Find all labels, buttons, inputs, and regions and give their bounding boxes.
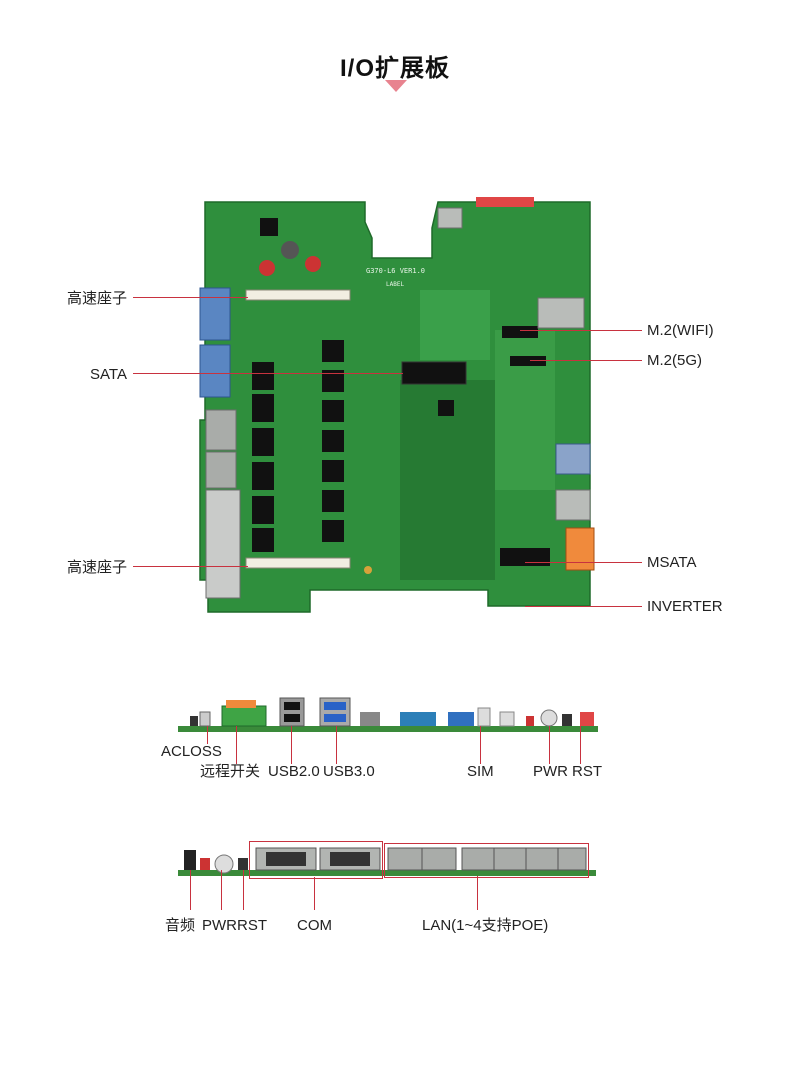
label-remote-switch: 远程开关 <box>200 763 261 780</box>
line-remote-switch <box>236 726 237 764</box>
label-pwr-2: PWR <box>202 917 237 934</box>
label-m2-5g: M.2(5G) <box>647 352 703 369</box>
line-high-speed-bottom <box>133 566 248 567</box>
line-usb2 <box>291 726 292 764</box>
label-rst-1: RST <box>572 763 602 780</box>
label-com: COM <box>297 917 332 934</box>
line-msata <box>525 562 642 563</box>
label-high-speed-connector-top: 高速座子 <box>67 290 128 307</box>
label-acloss: ACLOSS <box>161 743 222 760</box>
label-lan: LAN(1~4支持POE) <box>422 917 549 934</box>
title-arrow-icon <box>385 80 407 92</box>
label-usb2: USB2.0 <box>268 763 320 780</box>
label-inverter: INVERTER <box>647 598 723 615</box>
line-sim <box>480 726 481 764</box>
line-usb3 <box>336 726 337 764</box>
label-pwr-1: PWR <box>533 763 568 780</box>
line-audio <box>190 870 191 910</box>
line-pwr-2 <box>221 870 222 910</box>
label-m2-wifi: M.2(WIFI) <box>647 322 714 339</box>
lan-highlight-box <box>384 843 589 878</box>
label-audio: 音频 <box>165 917 196 934</box>
label-rst-2: RST <box>237 917 267 934</box>
label-sata: SATA <box>90 366 127 383</box>
page-title: I/O扩展板 <box>339 55 450 82</box>
silk-model-text: G370-L6 VER1.0 <box>366 267 426 275</box>
line-acloss <box>207 726 208 744</box>
line-rst-1 <box>580 726 581 764</box>
line-pwr-1 <box>549 726 550 764</box>
line-com <box>314 877 315 910</box>
silk-label-text: LABEL <box>386 281 405 288</box>
label-msata: MSATA <box>647 554 697 571</box>
line-m2-5g <box>530 360 642 361</box>
label-usb3: USB3.0 <box>323 763 375 780</box>
line-high-speed-top <box>133 297 248 298</box>
label-high-speed-connector-bottom: 高速座子 <box>67 559 128 576</box>
label-sim: SIM <box>467 763 494 780</box>
line-inverter <box>525 606 642 607</box>
line-m2-wifi <box>520 330 642 331</box>
com-highlight-box <box>249 841 383 879</box>
line-sata <box>133 373 403 374</box>
line-lan <box>477 876 478 910</box>
line-rst-2 <box>243 870 244 910</box>
